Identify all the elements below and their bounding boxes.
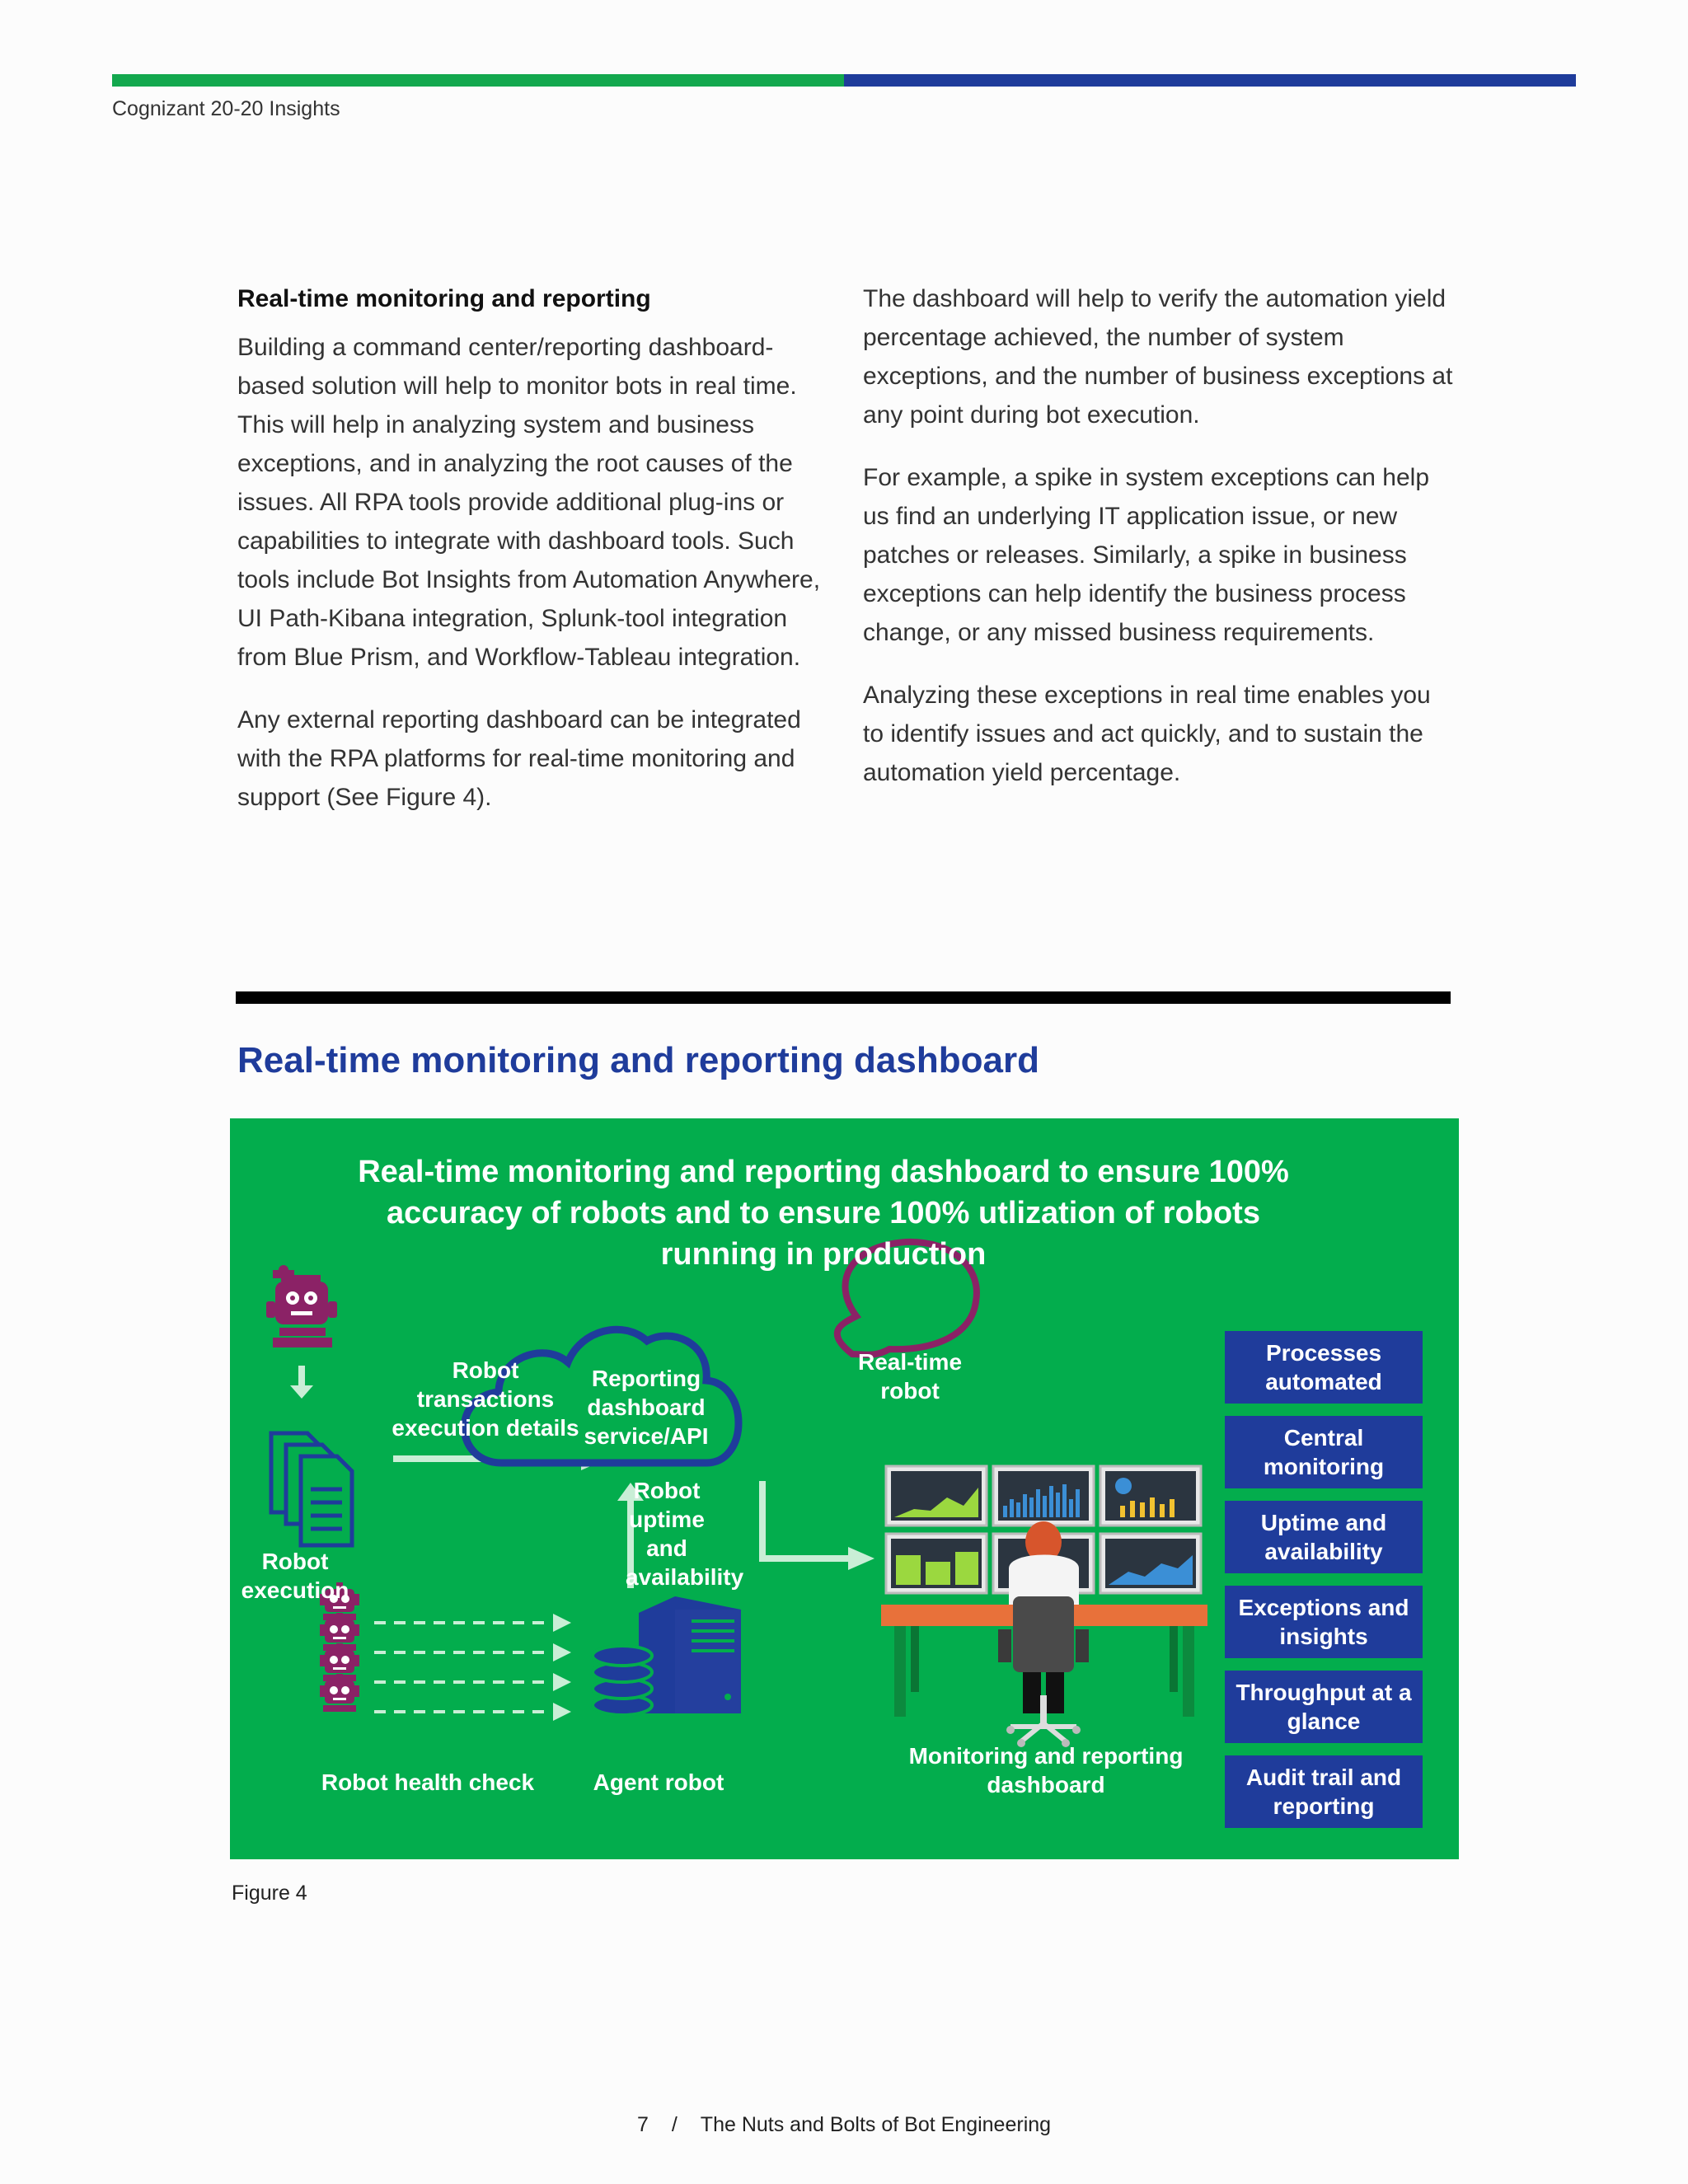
right-paragraph-3: Analyzing these exceptions in real time … (863, 682, 1431, 786)
cloud-icon (460, 1325, 743, 1467)
robot-icon (266, 1265, 337, 1347)
left-paragraph-1: Building a command center/reporting dash… (237, 334, 821, 671)
server-icon (639, 1596, 741, 1713)
documents-icon (269, 1431, 354, 1548)
health-check-bots (320, 1582, 571, 1721)
header-bar-green (112, 74, 844, 87)
figure-caption: Figure 4 (232, 1882, 307, 1905)
benefit-box-1: Processes automated (1225, 1331, 1423, 1404)
right-paragraph-1: The dashboard will help to verify the au… (863, 285, 1453, 429)
figure-illustration (266, 1238, 1207, 1747)
label-uptime: Robot uptime and availability (626, 1478, 744, 1590)
figure-rule (236, 991, 1451, 1004)
label-agent-robot: Agent robot (593, 1769, 724, 1795)
page-number: 7 (636, 2113, 649, 2136)
figure-banner: Real-time monitoring and reporting dashb… (358, 1155, 1289, 1272)
right-paragraph-2: For example, a spike in system exception… (863, 464, 1429, 646)
page-footer: 7 / The Nuts and Bolts of Bot Engineering (0, 2113, 1688, 2137)
benefit-box-6: Audit trail and reporting (1225, 1755, 1423, 1828)
running-head: Cognizant 20-20 Insights (112, 97, 340, 120)
label-speech: Real-time robot (857, 1349, 963, 1404)
label-transactions: Robot transactions execution details (392, 1357, 579, 1441)
left-column: Real-time monitoring and reporting Build… (237, 279, 831, 841)
left-paragraph-2: Any external reporting dashboard can be … (237, 706, 801, 811)
label-robot-execution: Robot execution (241, 1549, 349, 1603)
label-monitoring: Monitoring and reporting dashboard (908, 1743, 1184, 1797)
operator-icon (998, 1521, 1089, 1747)
down-arrow-icon (290, 1366, 313, 1399)
figure-panel: Real-time monitoring and reporting dashb… (230, 1118, 1459, 1859)
benefit-box-3: Uptime and availability (1225, 1501, 1423, 1573)
speech-bubble-icon (833, 1238, 980, 1358)
benefit-box-4: Exceptions and insights (1225, 1586, 1423, 1658)
figure-title: Real-time monitoring and reporting dashb… (237, 1040, 1039, 1080)
publication-title: The Nuts and Bolts of Bot Engineering (700, 2113, 1052, 2136)
section-heading: Real-time monitoring and reporting (237, 285, 651, 312)
label-cloud: Reporting dashboard service/API (584, 1366, 709, 1449)
dashboard-arrow (759, 1481, 874, 1570)
uptime-arrow (617, 1483, 644, 1588)
footer-separator: / (671, 2113, 678, 2136)
label-health-check: Robot health check (321, 1769, 535, 1795)
benefit-boxes: Processes automated Central monitoring U… (1225, 1331, 1423, 1840)
benefit-box-5: Throughput at a glance (1225, 1671, 1423, 1743)
database-icon (591, 1644, 654, 1717)
right-column: The dashboard will help to verify the au… (863, 279, 1456, 816)
benefit-box-2: Central monitoring (1225, 1416, 1423, 1488)
header-bar-blue (844, 74, 1576, 87)
